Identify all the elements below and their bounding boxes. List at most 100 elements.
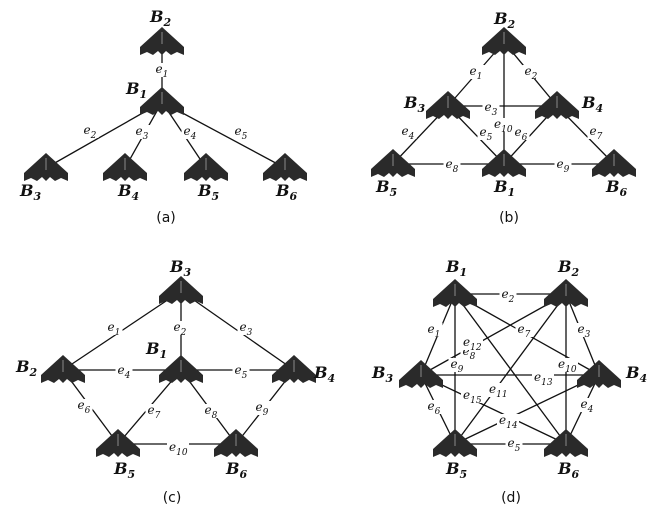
- uav-icon-c-B1: [159, 355, 203, 383]
- edge-label-c-e6-letter: e: [78, 398, 85, 412]
- edge-label-a-e1: e1: [156, 62, 169, 80]
- node-label-a-B5-letter: B: [197, 181, 212, 200]
- edge-label-backdrop: [554, 158, 572, 172]
- edge-label-backdrop: [578, 398, 596, 412]
- edge-label-d-e10-letter: e: [558, 357, 565, 371]
- edge-label-backdrop: [575, 323, 593, 337]
- edge-label-d-e11: e11: [489, 382, 508, 400]
- edge-label-d-e2-subscript: 2: [508, 295, 515, 305]
- edge-label-b-e5-subscript: 5: [487, 133, 493, 143]
- edge-label-backdrop: [477, 126, 495, 140]
- edge-label-d-e14-letter: e: [499, 413, 506, 427]
- uav-icon-b-B2: [482, 27, 526, 55]
- edge-label-b-e1-subscript: 1: [477, 72, 483, 82]
- edge-d-B3-B6: [420, 374, 567, 445]
- edge-label-d-e5-subscript: 5: [515, 444, 521, 454]
- edge-label-d-e9: e9: [451, 357, 464, 375]
- edge-label-backdrop: [81, 124, 99, 138]
- node-label-c-B2-letter: B: [15, 357, 30, 376]
- edge-label-b-e2-subscript: 2: [531, 72, 538, 82]
- edge-label-c-e8-letter: e: [205, 403, 212, 417]
- edge-label-b-e1-letter: e: [470, 64, 477, 78]
- edge-label-b-e10: e10: [494, 117, 513, 135]
- uav-icon-c-B3: [159, 276, 203, 304]
- edge-label-b-e6: e6: [515, 125, 528, 143]
- uav-icon-d-B1: [433, 279, 477, 307]
- edge-label-c-e7: e7: [148, 403, 161, 421]
- uav-icon-a-B1: [140, 87, 184, 115]
- edge-label-b-e3-subscript: 3: [492, 108, 498, 118]
- uav-icon-b-B3: [426, 91, 470, 119]
- edge-label-b-e7: e7: [590, 124, 603, 142]
- edge-label-b-e5: e5: [480, 125, 493, 143]
- node-label-b-B5-subscript: 5: [390, 186, 398, 199]
- edge-label-d-e11-subscript: 11: [496, 390, 507, 400]
- node-label-c-B1: B1: [145, 339, 167, 361]
- edge-label-a-e1-subscript: 1: [163, 70, 169, 80]
- node-label-b-B2: B2: [493, 9, 516, 31]
- caption-c: (c): [163, 490, 182, 506]
- node-label-c-B3-subscript: 3: [184, 266, 192, 279]
- edge-label-backdrop: [115, 364, 133, 378]
- edge-label-a-e3-subscript: 3: [143, 132, 149, 142]
- edge-label-c-e2-subscript: 2: [180, 328, 187, 338]
- edge-label-c-e8-subscript: 8: [212, 411, 218, 421]
- node-label-a-B5-subscript: 5: [212, 190, 220, 203]
- edge-label-b-e1: e1: [470, 64, 483, 82]
- edge-label-backdrop: [532, 371, 554, 385]
- edge-label-a-e3-letter: e: [136, 124, 143, 138]
- edge-label-d-e13-subscript: 13: [541, 378, 553, 388]
- node-label-c-B4: B4: [313, 363, 335, 385]
- uav-icon-c-B2: [41, 355, 85, 383]
- edge-label-backdrop: [202, 404, 220, 418]
- node-label-b-B6: B6: [605, 177, 628, 199]
- edge-label-c-e10-letter: e: [169, 440, 176, 454]
- uav-icon-a-B6: [263, 153, 307, 181]
- edge-label-d-e10: e10: [558, 357, 577, 375]
- edge-label-c-e10-subscript: 10: [176, 448, 188, 458]
- node-label-d-B5: B5: [445, 459, 467, 481]
- node-label-b-B4-subscript: 4: [596, 102, 604, 115]
- edge-label-d-e4-subscript: 4: [587, 405, 594, 415]
- node-label-d-B2-subscript: 2: [571, 266, 580, 279]
- edge-label-backdrop: [461, 336, 483, 350]
- node-label-b-B5: B5: [375, 177, 397, 199]
- edge-label-backdrop: [153, 63, 171, 77]
- node-label-b-B2-letter: B: [493, 9, 508, 28]
- edge-label-c-e2-letter: e: [174, 320, 181, 334]
- node-label-c-B6-letter: B: [225, 459, 240, 478]
- edge-label-d-e14-subscript: 14: [506, 421, 518, 431]
- node-label-d-B1: B1: [445, 257, 467, 279]
- edge-label-b-e9: e9: [557, 157, 570, 175]
- edge-label-c-e1-letter: e: [108, 320, 115, 334]
- edge-label-backdrop: [587, 125, 605, 139]
- edge-label-d-e9-letter: e: [451, 357, 458, 371]
- node-label-a-B4-subscript: 4: [132, 190, 140, 203]
- edge-label-backdrop: [133, 125, 151, 139]
- edge-label-a-e4: e4: [184, 124, 197, 142]
- edge-label-b-e9-letter: e: [557, 157, 564, 171]
- edge-label-a-e3: e3: [136, 124, 149, 142]
- edge-label-d-e3: e3: [578, 322, 591, 340]
- edge-label-c-e1: e1: [108, 320, 121, 338]
- edge-d-B2-B5: [454, 293, 567, 445]
- edge-label-d-e8: e8: [463, 344, 476, 362]
- edge-label-backdrop: [492, 118, 514, 132]
- edge-label-d-e6-subscript: 6: [435, 407, 441, 417]
- node-label-b-B6-subscript: 6: [620, 186, 628, 199]
- node-label-c-B2-subscript: 2: [29, 366, 38, 379]
- edge-label-d-e8-subscript: 8: [470, 352, 476, 362]
- uav-icon-a-B4: [103, 153, 147, 181]
- edge-label-a-e4-letter: e: [184, 124, 191, 138]
- node-label-d-B4-letter: B: [625, 363, 640, 382]
- uav-icon-a-B3: [24, 153, 68, 181]
- edge-label-backdrop: [399, 125, 417, 139]
- node-label-b-B5-letter: B: [375, 177, 390, 196]
- uav-icon-d-B4: [577, 360, 621, 388]
- edge-label-backdrop: [556, 358, 578, 372]
- edge-label-d-e12-subscript: 12: [470, 343, 482, 353]
- node-label-d-B6-subscript: 6: [572, 468, 580, 481]
- edge-label-b-e8-subscript: 8: [453, 165, 459, 175]
